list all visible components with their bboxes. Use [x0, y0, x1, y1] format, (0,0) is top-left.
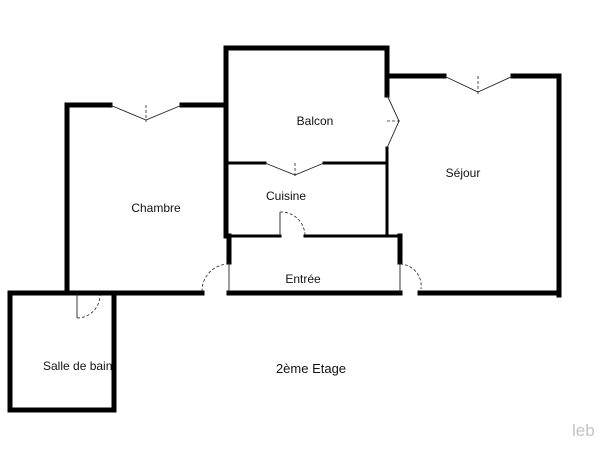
floor-label: 2ème Etage [276, 361, 346, 376]
door-balcon-sejour [386, 94, 401, 149]
wall-chambre-left [64, 102, 113, 295]
room-label-entree: Entrée [285, 272, 321, 286]
door-entree-left [201, 262, 230, 293]
door-chambre-top [109, 104, 183, 122]
room-label-balcon: Balcon [297, 114, 334, 128]
wall-sejour-top-right [510, 73, 562, 298]
doors [76, 75, 514, 319]
wall-sdb-outer [7, 290, 117, 413]
watermark-logo: leb [572, 421, 595, 440]
door-entree-right [399, 262, 422, 293]
door-sejour-top [443, 75, 514, 94]
room-label-sejour: Séjour [446, 166, 481, 180]
door-cuisine-entree [279, 211, 306, 237]
room-label-chambre: Chambre [131, 201, 181, 215]
door-balcon-cuisine [264, 162, 325, 177]
door-salle-de-bain [76, 293, 101, 319]
wall-balcon-outer [223, 45, 390, 108]
walls [7, 45, 562, 413]
room-label-cuisine: Cuisine [266, 189, 306, 203]
room-labels: Balcon Séjour Chambre Cuisine Entrée Sal… [43, 114, 480, 373]
room-label-salle-de-bain: Salle de bain [43, 359, 112, 373]
